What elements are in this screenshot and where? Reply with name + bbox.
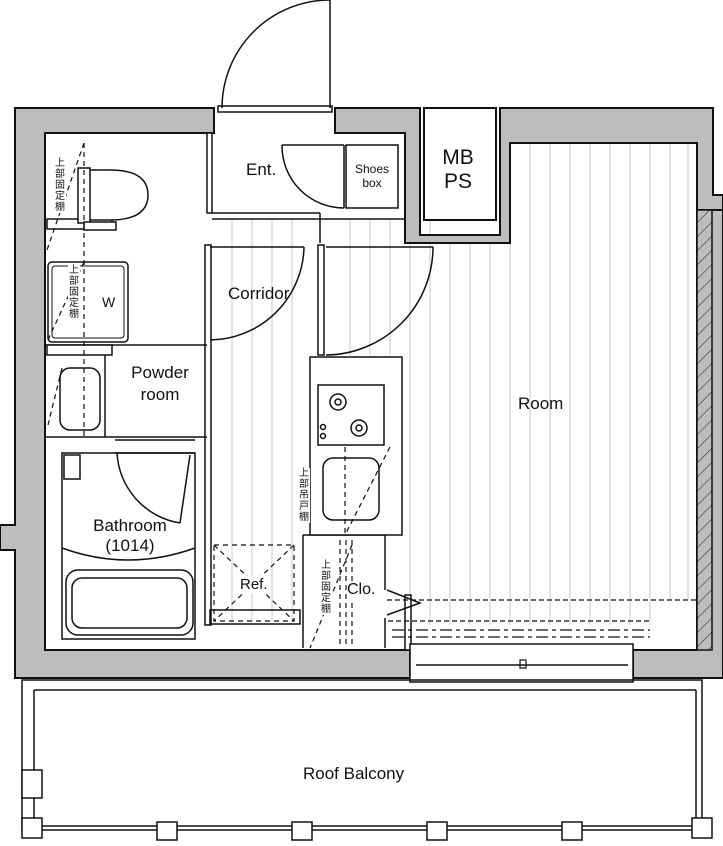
kitchen-cabinet-annotation: 上部吊戸棚 <box>298 468 310 523</box>
shoes-box-label-line2: box <box>362 175 382 190</box>
powder-room-label-line2: room <box>140 385 180 404</box>
washer-label: W <box>102 294 116 310</box>
mbps-shaft <box>423 107 497 221</box>
shoes-box-label: Shoes box <box>352 162 392 191</box>
bathroom-fixtures <box>61 439 196 640</box>
roof-balcony <box>21 679 713 841</box>
interior-walls <box>45 132 412 651</box>
refrigerator-label: Ref. <box>240 576 268 594</box>
toilet <box>77 167 149 231</box>
hatched-wall <box>696 209 713 651</box>
powder-room-label-line1: Powder <box>131 363 189 382</box>
mbps-label: MB PS <box>428 146 488 194</box>
bathroom-label-size: (1014) <box>105 536 155 555</box>
corridor-doors <box>209 246 434 356</box>
room-label: Room <box>518 394 564 413</box>
entrance-label: Ent. <box>246 160 277 179</box>
roof-balcony-label: Roof Balcony <box>303 764 405 783</box>
corridor-label: Corridor <box>228 284 290 303</box>
bathroom-label: Bathroom (1014) <box>80 516 180 556</box>
washer-shelf-annotation: 上部固定棚 <box>68 265 80 320</box>
entrance-inner <box>281 144 399 209</box>
mbps-label-line1: MB <box>442 146 474 169</box>
entrance-door <box>217 0 333 113</box>
shoes-box-label-line1: Shoes <box>354 162 390 176</box>
powder-room-label: Powder room <box>118 362 202 406</box>
toilet-shelf-annotation: 上部固定棚 <box>54 158 66 213</box>
closet-shelf-annotation: 上部固定棚 <box>320 560 332 615</box>
floor-lines <box>231 143 689 625</box>
kitchen <box>309 356 403 536</box>
washer-pan <box>47 261 129 343</box>
mbps-label-line2: PS <box>443 170 472 193</box>
room-window <box>387 599 697 683</box>
bathroom-label-name: Bathroom <box>93 516 167 535</box>
powder-sink <box>59 367 101 431</box>
closet-label: Clo. <box>347 581 376 600</box>
